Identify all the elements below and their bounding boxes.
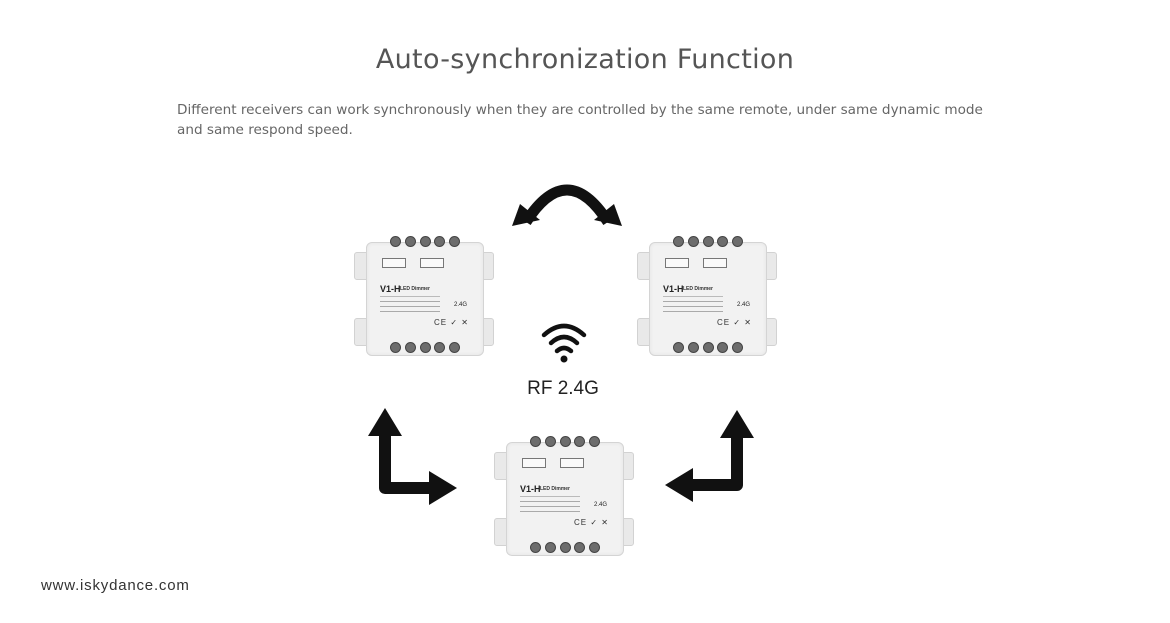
terminal-screws-top	[673, 236, 743, 247]
bent-arrow-up-right-icon	[368, 408, 457, 505]
receiver-device-bottom: V1-H LED Dimmer 2.4G CE ✓ ✕	[494, 428, 634, 568]
device-frequency: 2.4G	[454, 302, 468, 308]
output-terminal-label	[560, 458, 584, 468]
input-terminal-label	[522, 458, 546, 468]
wifi-icon	[541, 323, 587, 363]
terminal-screws-top	[530, 436, 600, 447]
page-description: Different receivers can work synchronous…	[177, 102, 983, 138]
device-specs	[520, 496, 580, 517]
certification-marks: CE ✓ ✕	[717, 318, 752, 327]
terminal-screws-top	[390, 236, 460, 247]
terminal-screws-bottom	[530, 542, 600, 553]
device-frequency: 2.4G	[737, 302, 751, 308]
page-title: Auto-synchronization Function	[375, 44, 795, 75]
device-model: V1-H	[380, 284, 401, 294]
website-url: www.iskydance.com	[41, 577, 190, 594]
device-frequency: 2.4G	[594, 502, 608, 508]
input-terminal-label	[665, 258, 689, 268]
device-specs	[663, 296, 723, 317]
device-type: LED Dimmer	[540, 486, 571, 492]
certification-marks: CE ✓ ✕	[434, 318, 469, 327]
output-terminal-label	[420, 258, 444, 268]
rf-label: RF 2.4G	[527, 378, 599, 399]
device-type: LED Dimmer	[400, 286, 431, 292]
device-model: V1-H	[663, 284, 684, 294]
receiver-device-left: V1-H LED Dimmer 2.4G CE ✓ ✕	[354, 228, 494, 368]
receiver-device-right: V1-H LED Dimmer 2.4G CE ✓ ✕	[637, 228, 777, 368]
certification-marks: CE ✓ ✕	[574, 518, 609, 527]
double-headed-curved-arrow-icon	[512, 184, 622, 226]
device-model: V1-H	[520, 484, 541, 494]
device-type: LED Dimmer	[683, 286, 714, 292]
device-specs	[380, 296, 440, 317]
output-terminal-label	[703, 258, 727, 268]
terminal-screws-bottom	[390, 342, 460, 353]
bent-arrow-up-left-icon	[665, 410, 754, 502]
input-terminal-label	[382, 258, 406, 268]
terminal-screws-bottom	[673, 342, 743, 353]
